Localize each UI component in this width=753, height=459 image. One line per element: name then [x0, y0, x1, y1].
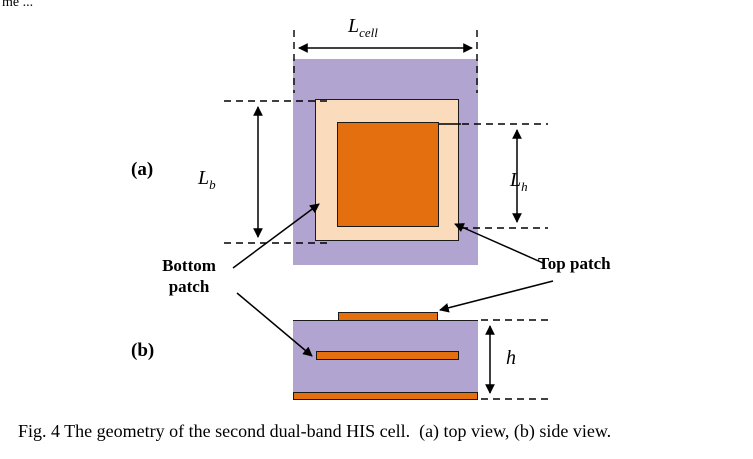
panel-b-label: (b): [131, 340, 155, 361]
l-b-label: Lb: [198, 168, 216, 191]
ground-plane-side-view: [293, 392, 478, 400]
l-h-subscript: h: [521, 179, 528, 194]
top-patch-side-view: [338, 312, 438, 321]
l-b-symbol: L: [198, 167, 210, 189]
l-h-symbol: L: [510, 169, 522, 191]
bottom-patch-side-view: [316, 351, 459, 360]
l-cell-symbol: L: [348, 15, 360, 37]
top-patch-label: Top patch: [538, 254, 611, 273]
h-label: h: [506, 347, 516, 369]
l-h-label: Lh: [510, 170, 528, 193]
figure-caption: Fig. 4 The geometry of the second dual-b…: [18, 421, 612, 441]
bottom-patch-label: Bottom patch: [162, 256, 216, 297]
top-patch-top-view: [337, 122, 439, 227]
l-cell-label: Lcell: [348, 16, 378, 39]
panel-a-label: (a): [131, 159, 154, 180]
cropped-text-fragment: me ...: [2, 0, 34, 10]
l-b-subscript: b: [209, 177, 216, 192]
top-patch-pointer-side-view: [439, 280, 554, 313]
l-cell-subscript: cell: [359, 25, 378, 40]
